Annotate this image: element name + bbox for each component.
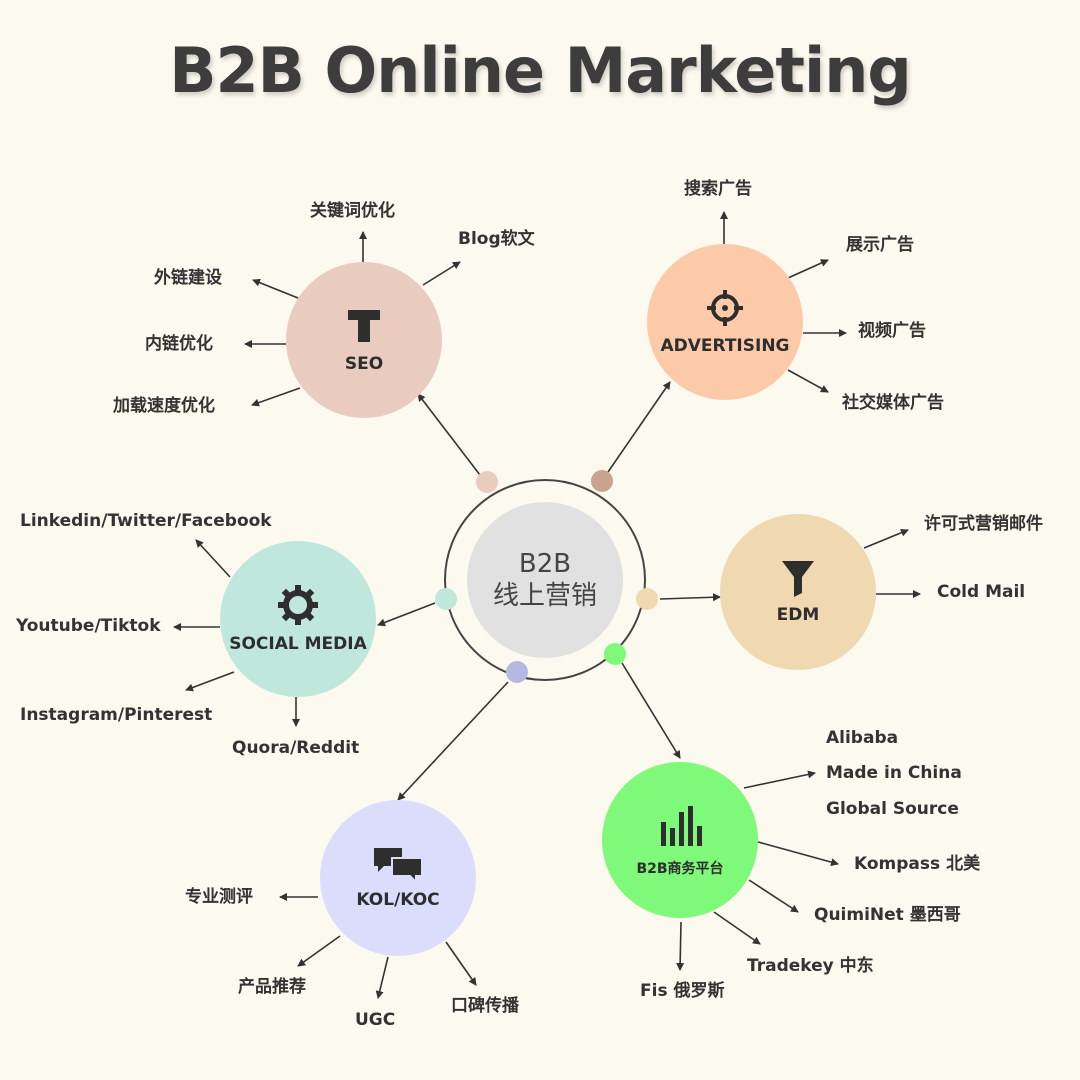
connector-edm <box>659 593 721 602</box>
social-leaf-quora: Quora/Reddit <box>232 738 360 758</box>
seo-leaf-blog: Blog软文 <box>458 229 535 249</box>
b2b-leaf-global-source: Global Source <box>826 799 959 819</box>
connector-kol <box>397 681 509 801</box>
connector-b2b-tradekey <box>713 911 761 945</box>
center-node: B2B 线上营销 <box>467 502 623 658</box>
connector-seo <box>417 393 481 476</box>
kol-hub[interactable]: KOL/KOC <box>320 800 476 956</box>
connector-b2b-platforms <box>743 770 816 789</box>
connector-b2b-quiminet <box>748 879 799 913</box>
center-title: B2B <box>518 549 572 579</box>
kol-leaf-review: 专业测评 <box>185 887 253 907</box>
social-media-hub[interactable]: SOCIAL MEDIA <box>220 541 376 697</box>
social-label: SOCIAL MEDIA <box>229 634 367 654</box>
page-title: B2B Online Marketing <box>169 34 912 107</box>
kol-leaf-word-of-mouth: 口碑传播 <box>451 996 519 1016</box>
kol-leaf-ugc: UGC <box>355 1010 396 1030</box>
social-leaf-youtube: Youtube/Tiktok <box>16 616 161 636</box>
seo-leaf-external-links: 外链建设 <box>154 268 222 288</box>
seo-hub[interactable]: SEO <box>286 262 442 418</box>
connector-edm-permission <box>863 528 909 549</box>
b2b-leaf-fis: Fis 俄罗斯 <box>640 981 725 1001</box>
connector-ad-social <box>787 369 829 393</box>
b2b-leaf-kompass: Kompass 北美 <box>854 854 981 874</box>
connector-social-linkedin <box>195 539 231 578</box>
edm-hub[interactable]: EDM <box>720 514 876 670</box>
funnel-icon <box>782 561 814 597</box>
connector-seo-speed <box>251 387 301 407</box>
ring-dot-edm <box>636 588 658 610</box>
connector-b2b-fis <box>676 921 685 971</box>
gear-icon <box>278 585 318 625</box>
connector-kol-wom <box>445 941 477 986</box>
ad-leaf-search: 搜索广告 <box>684 179 752 199</box>
ring-dot-b2b <box>604 643 626 665</box>
social-leaf-linkedin: Linkedin/Twitter/Facebook <box>20 511 272 531</box>
b2b-leaf-made-in-china: Made in China <box>826 763 962 783</box>
connector-seo-external <box>252 278 299 299</box>
ad-leaf-social: 社交媒体广告 <box>842 393 944 413</box>
connector-b2b-kompass <box>757 841 839 867</box>
b2b-label: B2B商务平台 <box>636 861 724 877</box>
seo-leaf-keyword: 关键词优化 <box>310 201 395 221</box>
crosshair-icon <box>707 290 743 326</box>
connector-kol-ugc <box>375 956 389 999</box>
kol-leaf-recommend: 产品推荐 <box>238 977 306 997</box>
connector-social <box>377 602 436 627</box>
center-ring <box>444 479 646 681</box>
connector-kol-recommend <box>297 935 341 967</box>
connector-b2b <box>621 662 681 759</box>
b2b-leaf-alibaba: Alibaba <box>826 728 899 748</box>
b2b-leaf-tradekey: Tradekey 中东 <box>747 956 874 976</box>
connector-seo-blog <box>422 261 461 286</box>
ring-dot-kol <box>506 661 528 683</box>
edm-leaf-cold-mail: Cold Mail <box>937 582 1026 602</box>
advertising-hub[interactable]: ADVERTISING <box>647 244 803 400</box>
b2b-leaf-quiminet: QuimiNet 墨西哥 <box>814 905 961 925</box>
ring-dot-advertising <box>591 470 613 492</box>
ring-dot-seo <box>476 471 498 493</box>
social-leaf-instagram: Instagram/Pinterest <box>20 705 213 725</box>
connector-advertising <box>607 381 671 473</box>
b2b-platform-hub[interactable]: B2B商务平台 <box>602 762 758 918</box>
text-t-icon <box>348 310 380 342</box>
seo-label: SEO <box>344 354 384 374</box>
center-subtitle: 线上营销 <box>492 581 597 611</box>
seo-leaf-speed: 加载速度优化 <box>113 396 215 416</box>
edm-leaf-permission: 许可式营销邮件 <box>924 514 1043 534</box>
seo-leaf-internal-links: 内链优化 <box>145 334 213 354</box>
connector-ad-display <box>787 259 829 279</box>
bar-chart-icon <box>661 806 702 846</box>
connector-social-instagram <box>185 671 235 692</box>
ring-dot-social <box>435 588 457 610</box>
ad-leaf-video: 视频广告 <box>858 321 926 341</box>
edm-label: EDM <box>776 605 820 625</box>
advertising-label: ADVERTISING <box>660 336 790 356</box>
chat-bubbles-icon <box>374 848 423 882</box>
kol-label: KOL/KOC <box>356 890 440 910</box>
ad-leaf-display: 展示广告 <box>846 235 914 255</box>
